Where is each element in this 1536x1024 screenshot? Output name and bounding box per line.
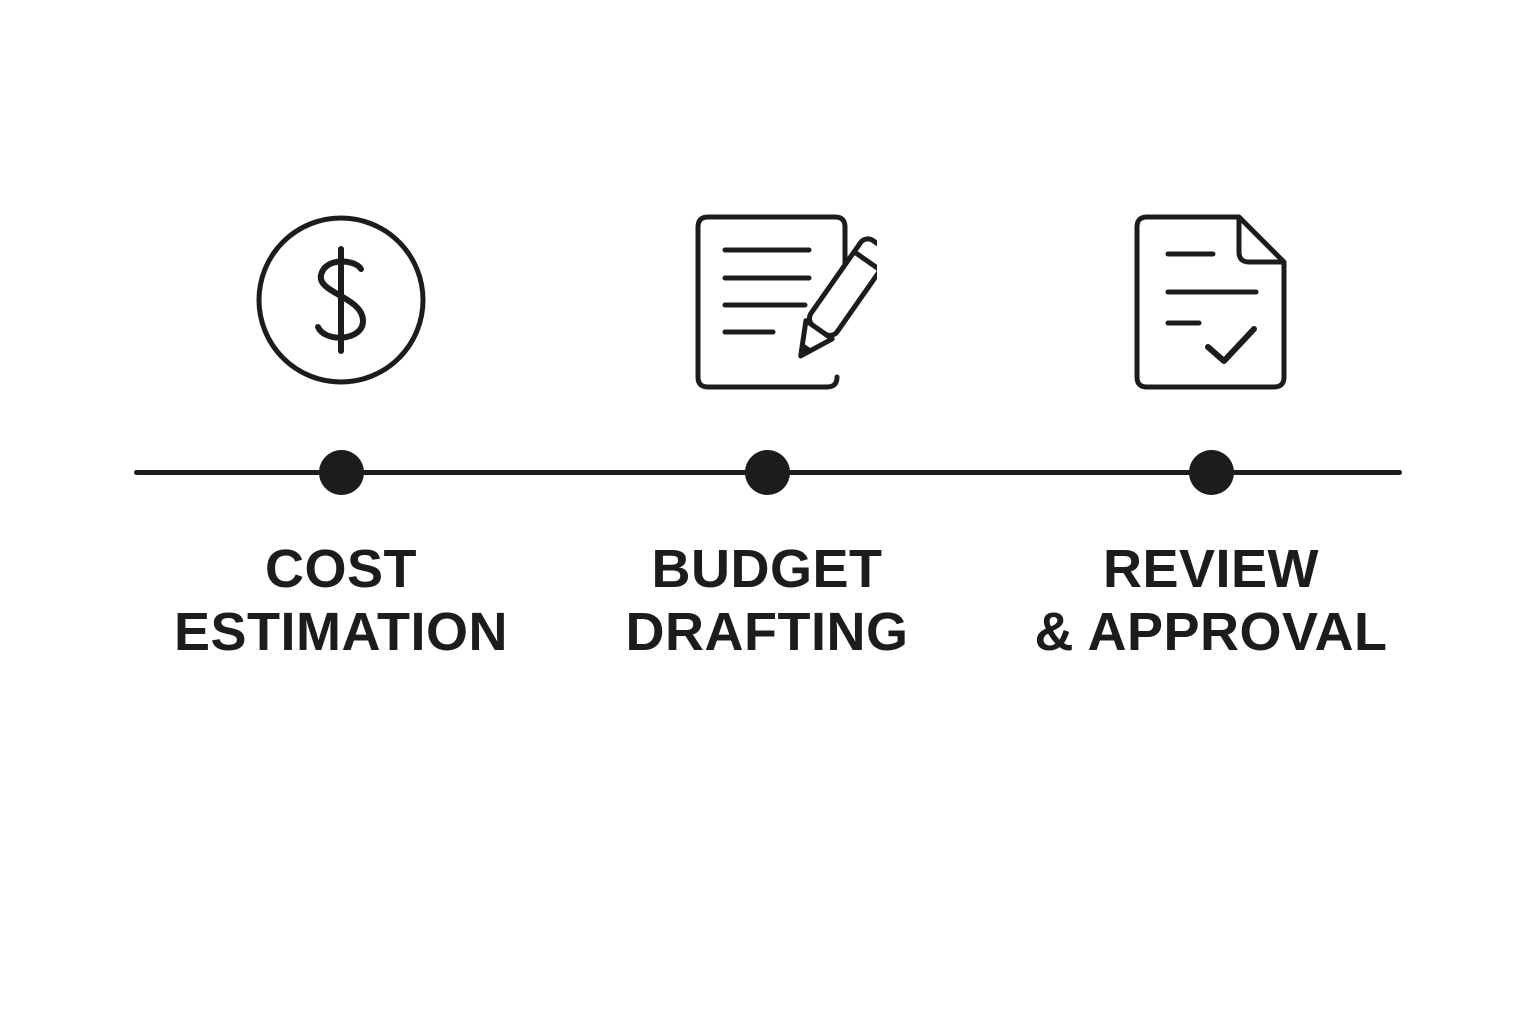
step-label: BUDGET DRAFTING [557, 538, 977, 664]
step-label: REVIEW & APPROVAL [1001, 538, 1421, 664]
step-label-line: ESTIMATION [174, 602, 508, 662]
timeline-marker [318, 450, 364, 495]
document-check-icon [1101, 205, 1321, 400]
step-label-line: BUDGET [651, 539, 883, 599]
step-label-line: DRAFTING [625, 602, 909, 662]
step-label-line: REVIEW [1102, 539, 1320, 599]
step-label-line: COST [264, 539, 417, 599]
step-label-line: & APPROVAL [1034, 602, 1388, 662]
document-pencil-icon [657, 205, 877, 400]
timeline-step-cost-estimation: COST ESTIMATION [131, 0, 551, 1024]
timeline-marker [744, 450, 790, 495]
step-label: COST ESTIMATION [131, 538, 551, 664]
dollar-coin-icon [231, 205, 451, 400]
timeline-marker [1188, 450, 1234, 495]
timeline-step-budget-drafting: BUDGET DRAFTING [557, 0, 977, 1024]
timeline-step-review-approval: REVIEW & APPROVAL [1001, 0, 1421, 1024]
